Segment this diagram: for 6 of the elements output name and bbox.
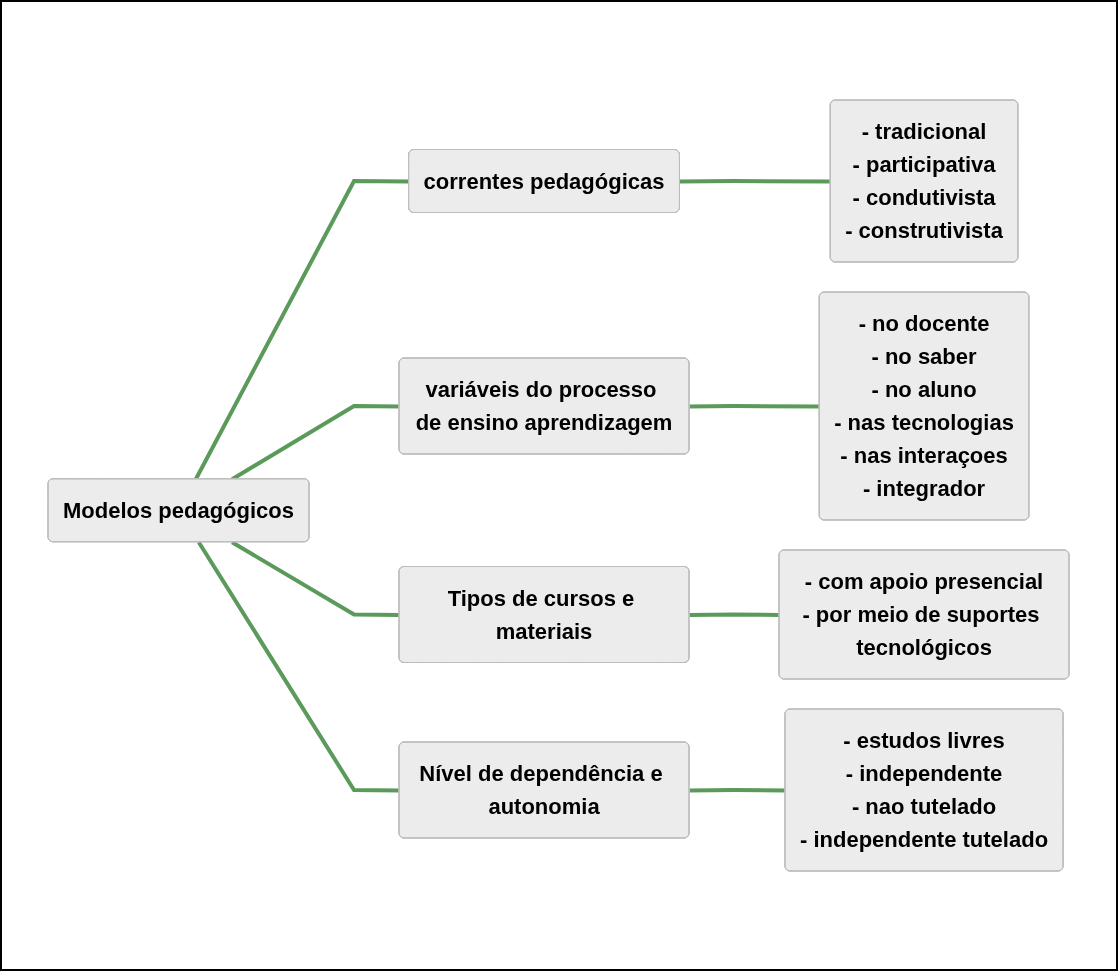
connector (231, 540, 401, 617)
connector (680, 179, 832, 184)
connector (690, 404, 821, 409)
connector (197, 541, 401, 793)
connector (690, 612, 781, 617)
connector (690, 788, 786, 793)
